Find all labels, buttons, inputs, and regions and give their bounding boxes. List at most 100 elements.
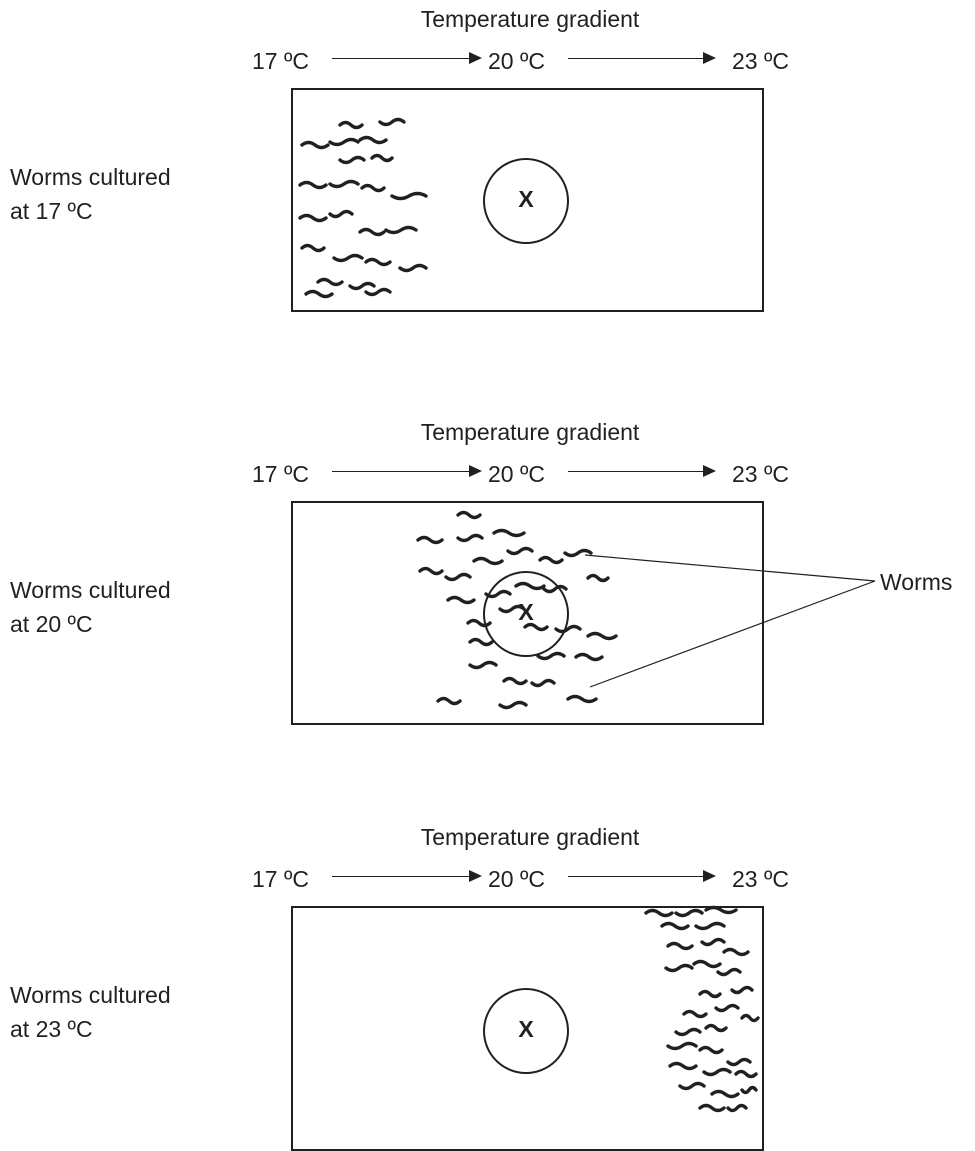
- worm: [484, 589, 512, 599]
- worm: [726, 1057, 752, 1067]
- temp-label-low: 17 ºC: [252, 461, 309, 487]
- worm: [502, 676, 528, 686]
- worm: [682, 1009, 708, 1019]
- worm: [390, 191, 428, 201]
- culture-label: Worms cultured at 23 ºC: [10, 978, 171, 1046]
- gradient-title: Temperature gradient: [420, 6, 640, 32]
- temp-label-high: 23 ºC: [732, 48, 789, 74]
- worm: [674, 908, 704, 918]
- worm: [678, 1081, 706, 1091]
- worm: [740, 1085, 758, 1095]
- worm: [538, 555, 564, 565]
- worm: [418, 566, 444, 576]
- panel-17c: Temperature gradient 17 ºC 20 ºC 23 ºC W…: [0, 0, 975, 330]
- worm: [726, 1103, 748, 1113]
- worm: [384, 225, 418, 235]
- gradient-title: Temperature gradient: [420, 824, 640, 850]
- culture-label-line1: Worms cultured: [10, 164, 171, 190]
- gradient-arrow: [568, 52, 716, 64]
- worm: [358, 135, 388, 145]
- worm: [498, 700, 528, 710]
- worm: [710, 1089, 740, 1099]
- culture-label-line2: at 20 ºC: [10, 611, 93, 637]
- gradient-arrow: [568, 465, 716, 477]
- callout-leader-line: [584, 554, 876, 582]
- worm: [360, 183, 386, 193]
- worm: [358, 227, 386, 237]
- worm: [664, 963, 694, 973]
- temp-label-mid: 20 ºC: [488, 461, 545, 487]
- worm: [332, 253, 364, 263]
- worm: [514, 581, 546, 591]
- worm: [666, 941, 694, 951]
- worm: [698, 989, 722, 999]
- worm: [436, 696, 462, 706]
- worm: [644, 908, 674, 918]
- worm: [492, 528, 526, 538]
- worm: [338, 155, 366, 165]
- worm: [566, 694, 598, 704]
- gradient-title: Temperature gradient: [420, 419, 640, 445]
- culture-label: Worms cultured at 17 ºC: [10, 160, 171, 228]
- gradient-arrow: [332, 465, 482, 477]
- temp-label-high: 23 ºC: [732, 461, 789, 487]
- worm: [530, 678, 556, 688]
- temp-label-low: 17 ºC: [252, 866, 309, 892]
- worm: [398, 263, 428, 273]
- worm: [304, 289, 334, 299]
- worm: [740, 1013, 760, 1023]
- worm: [660, 921, 690, 931]
- worm: [472, 556, 504, 566]
- worm: [586, 631, 618, 641]
- worm: [542, 584, 568, 594]
- gradient-arrow: [568, 870, 716, 882]
- worm: [348, 281, 376, 291]
- worm-cluster-right: [644, 905, 760, 1113]
- temp-label-high: 23 ºC: [732, 866, 789, 892]
- worm: [523, 622, 549, 632]
- worm: [444, 572, 472, 582]
- worm: [674, 1027, 702, 1037]
- worm: [300, 243, 326, 253]
- worm: [370, 153, 394, 163]
- worm: [586, 573, 610, 583]
- temp-label-mid: 20 ºC: [488, 48, 545, 74]
- worm: [702, 1067, 732, 1077]
- panel-20c: Temperature gradient 17 ºC 20 ºC 23 ºC W…: [0, 413, 975, 743]
- worm: [506, 546, 534, 556]
- worm: [700, 937, 726, 947]
- marker-x: X: [518, 599, 534, 625]
- worm: [698, 1045, 724, 1055]
- start-point-marker: X: [483, 988, 569, 1074]
- start-point-marker: X: [483, 158, 569, 244]
- worm: [734, 1069, 758, 1079]
- worm: [536, 651, 566, 661]
- worm: [466, 618, 492, 628]
- worm: [364, 257, 392, 267]
- culture-label: Worms cultured at 20 ºC: [10, 573, 171, 641]
- marker-x: X: [518, 186, 534, 212]
- worm: [364, 287, 392, 297]
- worm: [378, 117, 406, 127]
- worms-callout-label: Worms: [880, 569, 953, 595]
- culture-label-line1: Worms cultured: [10, 982, 171, 1008]
- culture-label-line2: at 17 ºC: [10, 198, 93, 224]
- worm: [730, 985, 754, 995]
- worm: [498, 604, 526, 614]
- callout-leader-line: [589, 580, 876, 688]
- worm: [714, 1003, 740, 1013]
- worm: [328, 179, 360, 189]
- worm: [328, 209, 354, 219]
- worm: [328, 137, 360, 147]
- worm-cluster-left: [298, 117, 428, 299]
- worm: [338, 120, 364, 130]
- worm: [468, 637, 494, 647]
- worm: [704, 1023, 728, 1033]
- worm: [446, 595, 476, 605]
- worm: [298, 180, 328, 190]
- worm: [456, 510, 482, 520]
- worm-cluster-center: [416, 510, 876, 710]
- temp-label-low: 17 ºC: [252, 48, 309, 74]
- gradient-arrow: [332, 52, 482, 64]
- culture-label-line1: Worms cultured: [10, 577, 171, 603]
